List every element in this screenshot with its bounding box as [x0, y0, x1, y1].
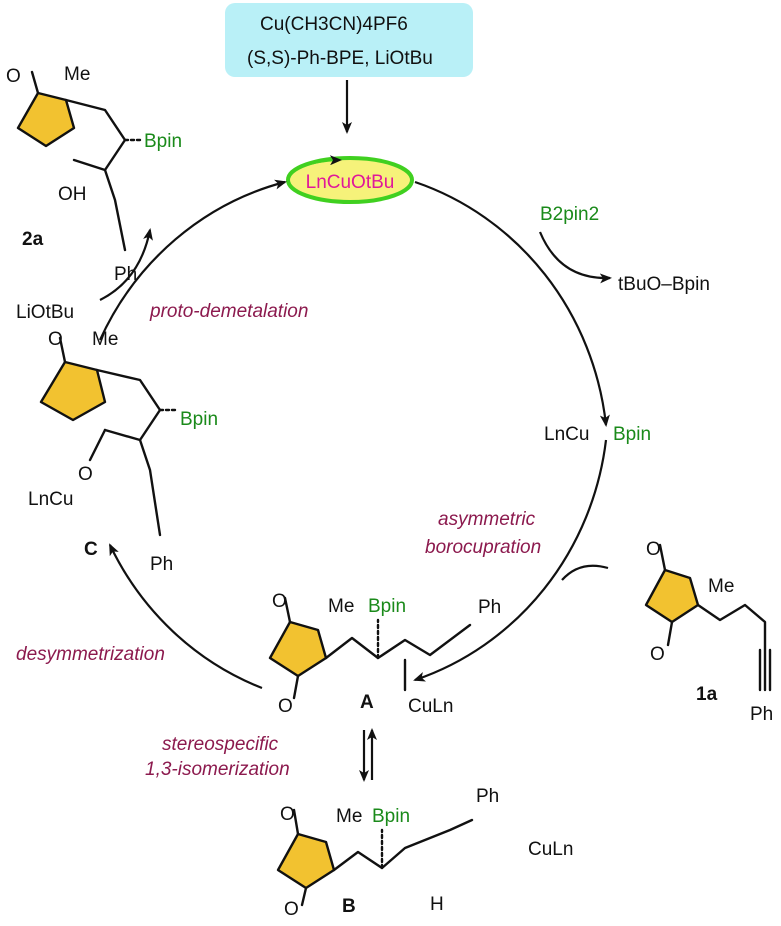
svg-text:CuLn: CuLn: [408, 696, 453, 717]
reagent-line-2: (S,S)-Ph-BPE, LiOtBu: [247, 48, 433, 69]
b2pin2-arrow: [538, 231, 612, 284]
svg-text:Ph: Ph: [478, 597, 501, 618]
step-asym-1: asymmetric: [438, 509, 536, 530]
catalyst-ellipse: [286, 156, 414, 204]
compound-A: O O Me Bpin CuLn Ph A: [268, 591, 501, 717]
svg-text:O: O: [650, 644, 665, 665]
svg-text:Me: Me: [336, 806, 362, 827]
svg-text:Ph: Ph: [114, 264, 137, 285]
compound-B: O O Me Bpin Ph CuLn H B: [276, 786, 573, 920]
cycle-arc-upper-left: [98, 179, 287, 341]
substrate-1a-arrow: [561, 564, 609, 581]
step-proto: proto-demetalation: [149, 301, 308, 322]
svg-text:Me: Me: [92, 329, 118, 350]
step-desym: desymmetrization: [16, 644, 165, 665]
reagent-box: [225, 3, 473, 77]
svg-text:CuLn: CuLn: [528, 839, 573, 860]
catalyst-label: LnCuOtBu: [306, 172, 395, 193]
svg-text:Ph: Ph: [476, 786, 499, 807]
svg-text:Bpin: Bpin: [368, 596, 406, 617]
svg-text:Bpin: Bpin: [180, 409, 218, 430]
svg-text:A: A: [360, 692, 374, 713]
svg-text:1a: 1a: [696, 684, 718, 705]
lncu-bpin-cu: LnCu: [544, 424, 589, 445]
svg-text:O: O: [280, 804, 295, 825]
svg-text:O: O: [272, 591, 287, 612]
svg-text:O: O: [6, 66, 21, 87]
svg-text:O: O: [278, 696, 293, 717]
svg-text:O: O: [48, 329, 63, 350]
svg-text:H: H: [430, 894, 444, 915]
svg-text:O: O: [646, 539, 661, 560]
svg-text:Me: Me: [328, 596, 354, 617]
liotbu-arrow: [99, 228, 153, 301]
svg-text:Ph: Ph: [750, 704, 773, 725]
svg-text:Bpin: Bpin: [372, 806, 410, 827]
compound-C: O Me Bpin O LnCu Ph C: [28, 329, 218, 575]
svg-text:C: C: [84, 539, 98, 560]
svg-text:2a: 2a: [22, 229, 44, 250]
svg-text:LnCu: LnCu: [28, 489, 73, 510]
svg-text:Me: Me: [64, 64, 90, 85]
compound-1a: O O Me Ph 1a: [644, 539, 773, 725]
lncu-bpin-b: Bpin: [613, 424, 651, 445]
svg-text:O: O: [284, 899, 299, 920]
tbuobpin-label: tBuO–Bpin: [618, 274, 710, 295]
cycle-arc-lower-right: [413, 439, 608, 682]
liotbu-label: LiOtBu: [16, 302, 74, 323]
svg-text:OH: OH: [58, 184, 87, 205]
svg-text:O: O: [78, 464, 93, 485]
cycle-arc-lower-left: [109, 543, 263, 690]
svg-text:Me: Me: [708, 576, 734, 597]
b2pin2-label: B2pin2: [540, 204, 599, 225]
compound-2a: O Me Bpin OH Ph 2a: [6, 64, 182, 285]
step-iso-1: stereospecific: [162, 734, 279, 755]
step-asym-2: borocupration: [425, 537, 541, 558]
svg-text:Ph: Ph: [150, 554, 173, 575]
cycle-arc-right: [414, 180, 610, 427]
svg-text:B: B: [342, 896, 356, 917]
svg-text:Bpin: Bpin: [144, 131, 182, 152]
step-iso-2: 1,3-isomerization: [145, 759, 290, 780]
reagent-line-1: Cu(CH3CN)4PF6: [260, 14, 408, 35]
